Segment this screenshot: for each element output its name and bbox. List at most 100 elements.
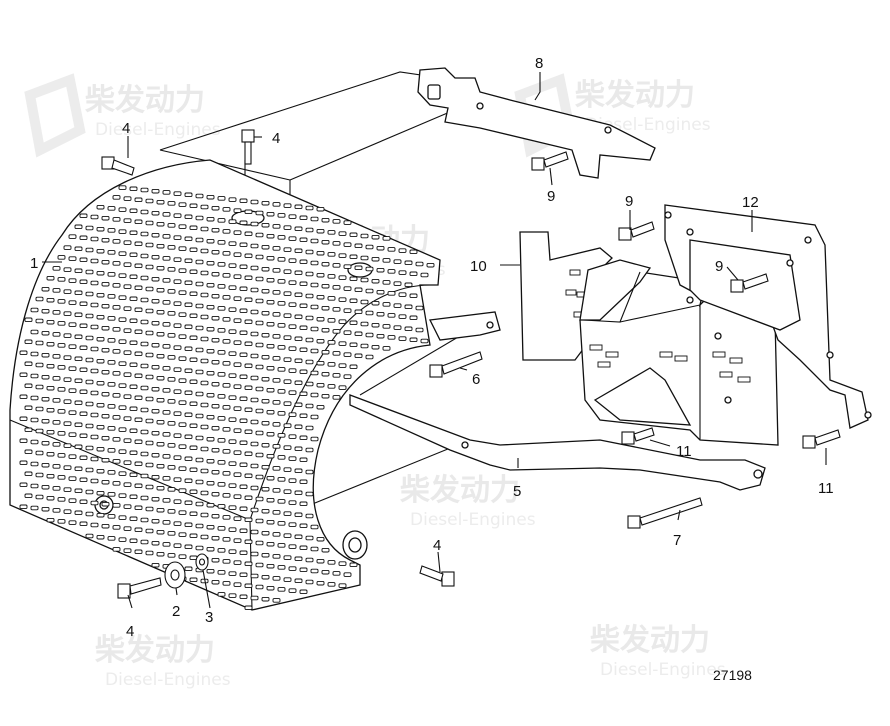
perforation-slot <box>327 362 336 367</box>
perforation-slot <box>118 229 127 234</box>
perforation-slot <box>206 260 215 266</box>
perforation-slot <box>85 291 94 297</box>
perforation-slot <box>338 363 347 368</box>
callout-11-left: 11 <box>676 443 692 460</box>
perforation-slot <box>266 321 275 327</box>
perforation-slot <box>19 438 28 444</box>
perforation-slot <box>266 277 275 283</box>
perforation-slot <box>85 379 94 385</box>
perforation-slot <box>134 461 143 467</box>
bolt-4-bottom-left <box>117 577 162 599</box>
perforation-slot <box>222 295 231 300</box>
perforation-slot <box>239 330 248 336</box>
perforation-slot <box>244 297 253 303</box>
perforation-slot <box>156 551 165 557</box>
perforation-slot <box>255 254 264 260</box>
perforation-slot <box>206 436 215 442</box>
perforation-slot <box>24 427 33 433</box>
perforation-slot <box>382 280 391 285</box>
perforation-slot <box>145 220 154 226</box>
perforation-slot <box>206 194 215 200</box>
perforation-slot <box>261 288 270 294</box>
perforation-slot <box>156 529 165 535</box>
perforation-slot <box>57 453 66 458</box>
perforation-slot <box>123 416 132 421</box>
perforation-slot <box>250 485 259 491</box>
perforation-slot <box>272 444 281 449</box>
perforation-slot <box>299 347 308 353</box>
perforation-slot <box>310 546 319 552</box>
perforation-slot <box>151 452 160 458</box>
perforation-slot <box>283 269 292 274</box>
perforation-slot <box>156 221 165 227</box>
perforation-slot <box>261 266 270 272</box>
perforation-slot <box>310 282 319 288</box>
perforation-slot <box>255 408 264 414</box>
perforation-slot <box>63 443 72 448</box>
perforation-slot <box>376 333 385 339</box>
perforation-slot <box>30 373 39 379</box>
callout-12: 12 <box>742 194 759 211</box>
perforation-slot <box>206 326 215 332</box>
perforation-slot <box>184 368 193 374</box>
perforation-slot <box>107 250 116 255</box>
perforation-slot <box>327 384 336 389</box>
perforation-slot <box>30 461 39 467</box>
perforation-slot <box>255 518 264 524</box>
perforation-slot <box>222 427 231 432</box>
perforation-slot <box>184 500 193 506</box>
perforation-slot <box>349 232 358 238</box>
perforation-slot <box>338 341 347 346</box>
perforation-slot <box>129 340 138 346</box>
perforation-slot <box>189 445 198 451</box>
perforation-slot <box>189 467 198 473</box>
perforation-slot <box>134 263 143 269</box>
perforation-slot <box>151 408 160 414</box>
perforation-slot <box>239 242 248 248</box>
perforation-slot <box>96 314 105 320</box>
perforation-slot <box>261 552 270 558</box>
perforation-slot <box>288 214 297 219</box>
perforation-slot <box>228 571 237 576</box>
perforation-slot <box>277 301 286 306</box>
perforation-slot <box>316 250 325 256</box>
perforation-slot <box>393 281 402 286</box>
perforation-slot <box>129 296 138 302</box>
perforation-slot <box>288 456 297 461</box>
perforation-slot <box>167 267 176 272</box>
perforation-slot <box>129 406 138 412</box>
perforation-slot <box>354 331 363 337</box>
perforation-slot <box>134 505 143 511</box>
perforation-slot <box>167 531 176 536</box>
perforation-slot <box>233 472 242 477</box>
perforation-slot <box>129 472 138 478</box>
perforation-slot <box>343 242 352 247</box>
perforation-slot <box>19 394 28 400</box>
perforation-slot <box>349 276 358 282</box>
perforation-slot <box>255 364 264 370</box>
perforation-slot <box>228 461 237 466</box>
perforation-slot <box>173 477 182 482</box>
perforation-slot <box>244 517 253 523</box>
perforation-slot <box>294 512 303 518</box>
perforation-slot <box>283 555 292 560</box>
bolt-9-middle <box>618 221 655 241</box>
perforation-slot <box>24 471 33 477</box>
perforation-slot <box>299 259 308 265</box>
perforation-slot <box>118 251 127 256</box>
perforation-slot <box>211 491 220 497</box>
perforation-slot <box>41 506 50 512</box>
perforation-slot <box>272 312 281 317</box>
perforation-slot <box>57 255 66 260</box>
perforation-slot <box>63 399 72 404</box>
perforation-slot <box>310 414 319 420</box>
perforation-slot <box>151 298 160 304</box>
perforation-slot <box>365 310 374 316</box>
perforation-slot <box>195 347 204 353</box>
perforation-slot <box>354 243 363 249</box>
perforation-slot <box>239 462 248 468</box>
perforation-slot <box>409 337 418 343</box>
perforation-slot <box>167 443 176 448</box>
perforation-slot <box>134 307 143 313</box>
perforation-slot <box>288 324 297 329</box>
